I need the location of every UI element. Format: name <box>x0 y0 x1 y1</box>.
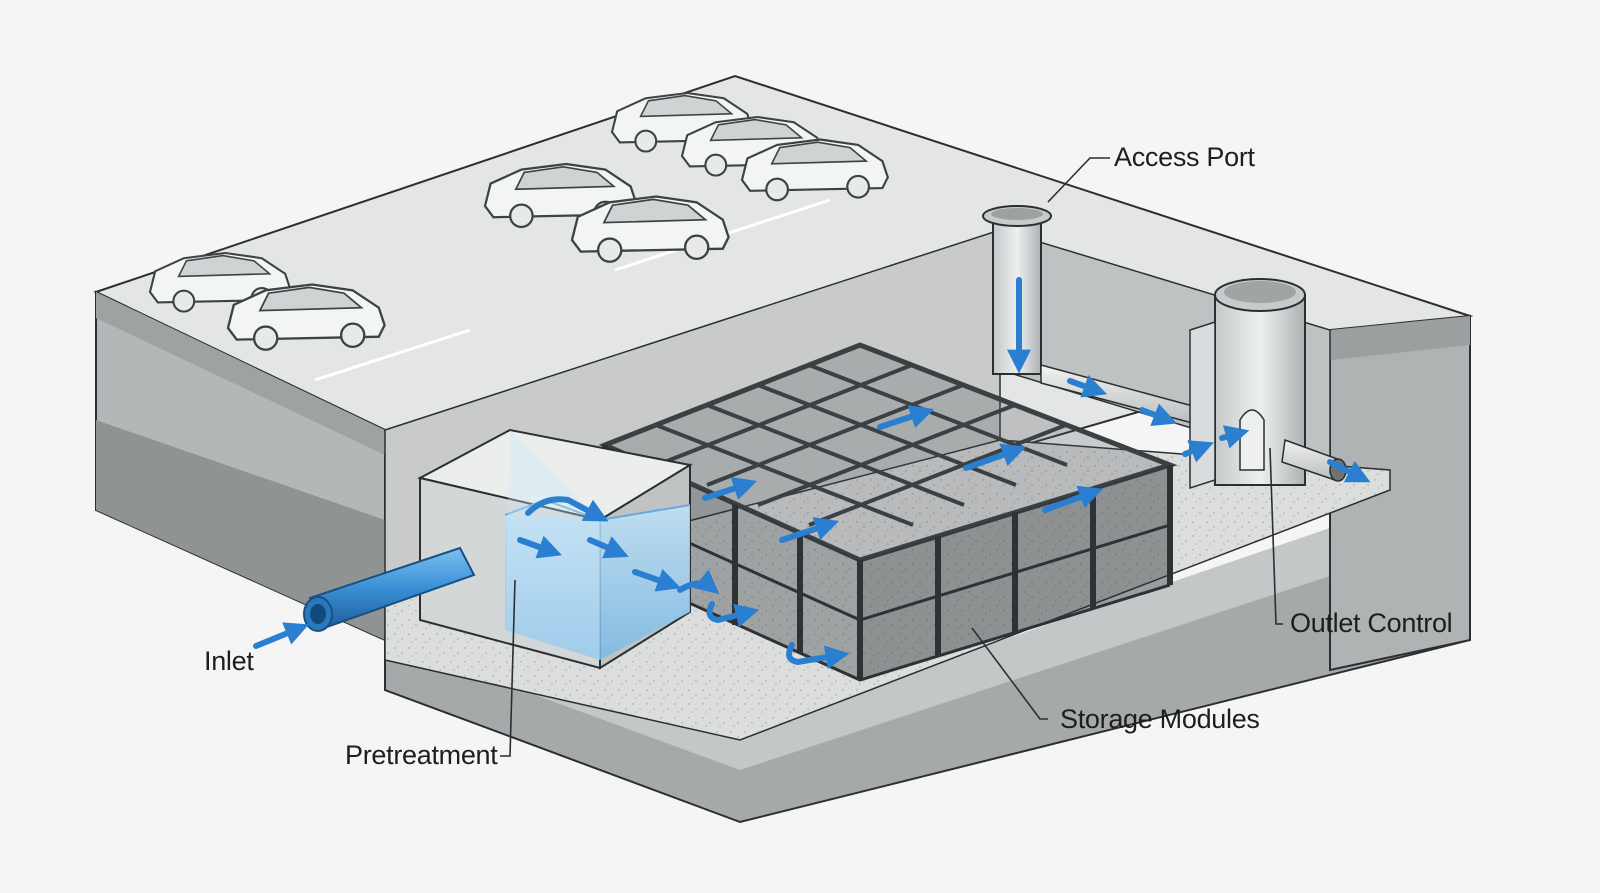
flow-arrow-icon <box>677 569 720 595</box>
outlet-control-structure <box>1189 278 1347 490</box>
flow-arrow-icon <box>1327 459 1371 483</box>
flow-arrow-icon <box>706 601 760 628</box>
label-outlet-control: Outlet Control <box>1290 608 1453 638</box>
label-storage-modules: Storage Modules <box>1060 704 1260 734</box>
flow-arrow-icon <box>779 517 840 543</box>
leader-outlet-control <box>1269 447 1283 625</box>
ground-block <box>93 74 1474 824</box>
flow-arrows <box>253 277 1371 670</box>
leader-lines <box>500 157 1283 757</box>
label-pretreatment: Pretreatment <box>345 740 498 770</box>
flow-arrow-icon <box>786 642 850 670</box>
label-inlet: Inlet <box>204 646 254 676</box>
flow-arrow-icon <box>253 622 309 649</box>
flow-arrow-icon <box>877 405 935 430</box>
flow-arrow-icon <box>1067 374 1108 398</box>
flow-arrow-icon <box>1139 403 1177 427</box>
flow-arrow-icon <box>702 477 758 501</box>
flow-arrow-icon <box>632 568 682 592</box>
flow-arrow-icon <box>525 496 609 522</box>
storage-modules <box>598 342 1178 682</box>
leader-pretreatment <box>500 579 516 757</box>
flow-arrow-icon <box>963 443 1027 471</box>
leader-access-port <box>1047 157 1110 203</box>
flow-arrow-icon <box>1182 440 1214 463</box>
label-access-port: Access Port <box>1114 142 1255 172</box>
flow-arrow-icon <box>587 536 629 559</box>
flow-arrow-icon <box>1042 485 1104 513</box>
flow-arrow-icon <box>517 535 563 559</box>
flow-arrow-icon <box>1219 425 1250 449</box>
leader-storage-modules <box>971 627 1048 720</box>
inlet-pipe-icon <box>303 546 476 632</box>
